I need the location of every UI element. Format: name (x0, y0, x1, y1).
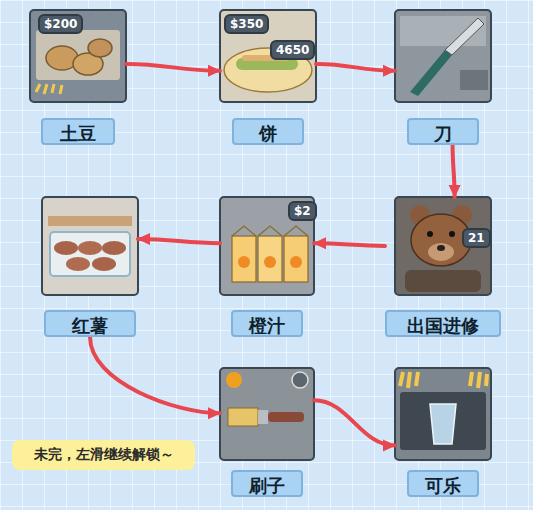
flow-arrow (90, 337, 220, 413)
sweet-potato-tile (42, 197, 138, 295)
step-node: 刷子 (220, 368, 314, 497)
brush-tile (220, 368, 314, 460)
flow-arrow (314, 400, 395, 445)
flow-arrow (126, 64, 220, 71)
price-badge: $200 (38, 14, 83, 34)
knife-tile (395, 10, 491, 102)
step-label: 刀 (407, 118, 479, 145)
step-node: 刀 (395, 10, 491, 145)
cola-tile (395, 368, 491, 460)
note-text: 未完，左滑继续解锁～ (34, 446, 174, 464)
step-node: 出国进修 (385, 197, 501, 337)
flow-arrow (316, 64, 395, 71)
step-label: 刷子 (231, 470, 303, 497)
flow-arrow (453, 145, 455, 197)
bread-tile (220, 10, 316, 102)
step-node: 红薯 (42, 197, 138, 337)
flow-arrow (314, 243, 385, 246)
potato-tile (30, 10, 126, 102)
price-badge: $350 (224, 14, 269, 34)
price-badge: 4650 (270, 40, 315, 60)
step-label: 饼 (232, 118, 304, 145)
price-badge: $2 (288, 201, 317, 221)
step-label: 土豆 (41, 118, 115, 145)
step-label: 橙汁 (231, 310, 303, 337)
note-box: 未完，左滑继续解锁～ (12, 440, 195, 470)
flow-arrow (138, 239, 220, 243)
step-label: 红薯 (44, 310, 136, 337)
step-node: 可乐 (395, 368, 491, 497)
step-label: 可乐 (407, 470, 479, 497)
price-badge: 21 (462, 228, 491, 248)
step-label: 出国进修 (385, 310, 501, 337)
bear-tile (395, 197, 491, 295)
